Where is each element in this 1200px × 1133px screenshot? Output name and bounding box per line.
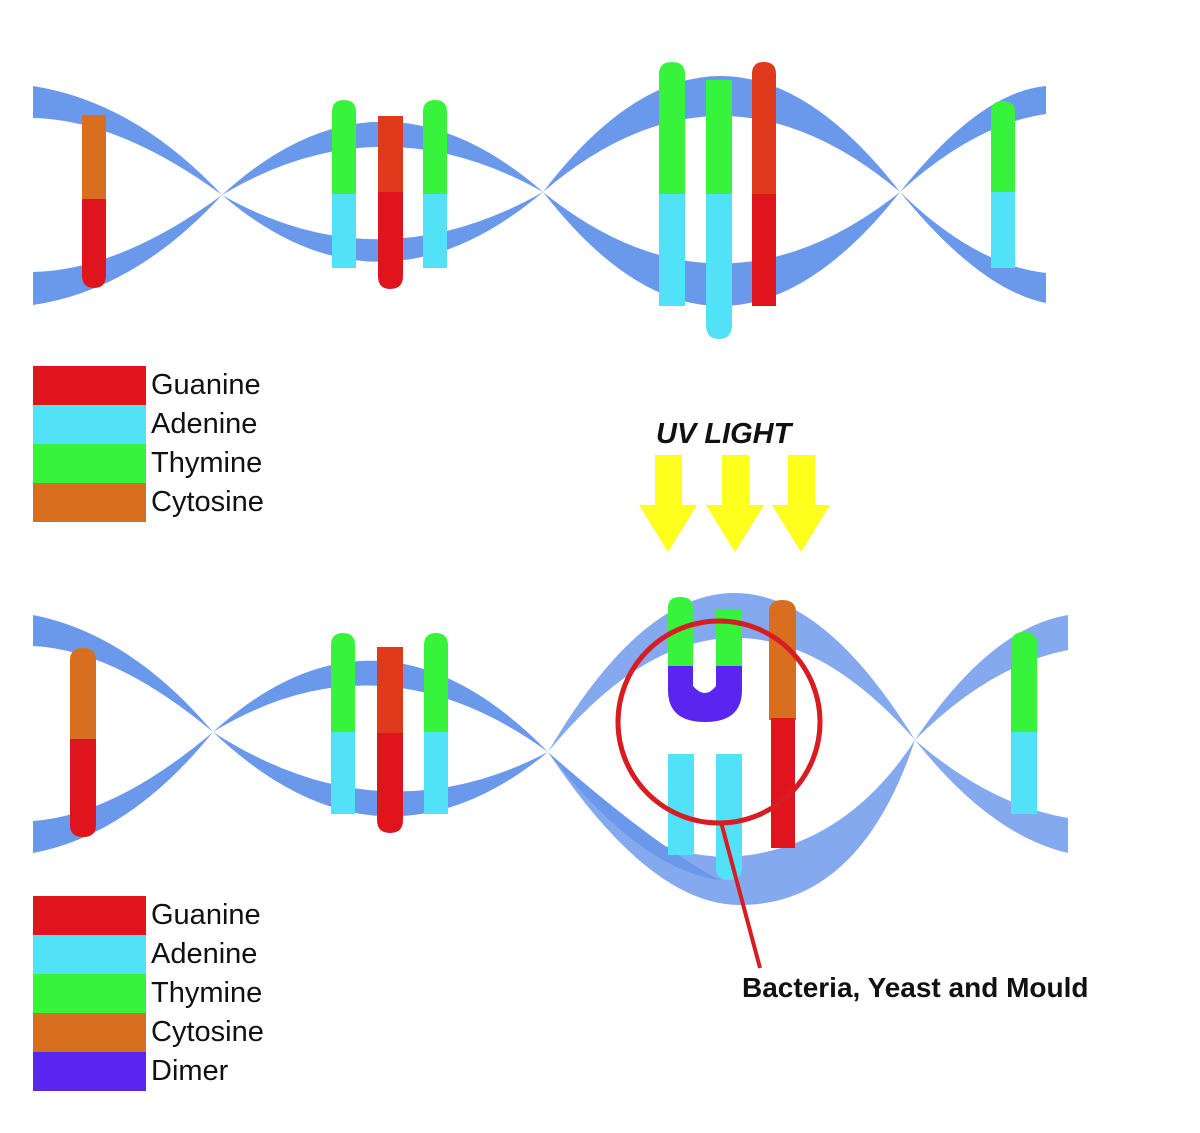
legend-bottom: Guanine Adenine Thymine Cytosine Dimer bbox=[33, 896, 264, 1091]
thymine-dimer bbox=[668, 597, 742, 722]
cytosine-swatch bbox=[33, 483, 146, 522]
uv-light-arrows bbox=[639, 455, 830, 552]
damage-highlight-circle bbox=[615, 618, 823, 826]
callout-label: Bacteria, Yeast and Mould bbox=[742, 972, 1089, 1003]
base-pair-thymine-adenine bbox=[332, 100, 356, 268]
legend-item-thymine: Thymine bbox=[33, 974, 264, 1013]
adenine-swatch bbox=[33, 405, 146, 444]
dimer-bond bbox=[668, 666, 742, 722]
base-pair-cytosine-guanine bbox=[769, 600, 796, 848]
legend-item-guanine: Guanine bbox=[33, 366, 264, 405]
guanine-swatch bbox=[33, 366, 146, 405]
thymine-swatch bbox=[33, 444, 146, 483]
base-pair-thymine-adenine bbox=[331, 633, 355, 814]
legend-label: Adenine bbox=[151, 938, 258, 970]
cytosine-swatch bbox=[33, 1013, 146, 1052]
helix-backbone bbox=[33, 76, 1046, 306]
broken-adenine-strands bbox=[668, 754, 742, 880]
legend-label: Thymine bbox=[151, 977, 263, 1009]
base-pair-thymine-adenine bbox=[423, 100, 447, 268]
legend-item-guanine: Guanine bbox=[33, 896, 264, 935]
legend-label: Cytosine bbox=[151, 1016, 264, 1048]
base-pair-thymine-adenine bbox=[706, 80, 732, 339]
dna-helix-damaged bbox=[33, 592, 1068, 969]
legend-item-adenine: Adenine bbox=[33, 935, 264, 974]
uv-arrow-icon bbox=[639, 455, 697, 552]
uv-arrow-icon bbox=[772, 455, 830, 552]
uv-arrow-icon bbox=[706, 455, 764, 552]
base-pair-thymine-adenine bbox=[659, 62, 685, 306]
thymine-swatch bbox=[33, 974, 146, 1013]
adenine-swatch bbox=[33, 935, 146, 974]
base-pair-thymine-adenine bbox=[1011, 632, 1037, 814]
base-pair-cytosine-guanine bbox=[378, 116, 403, 289]
base-pair-cytosine-guanine bbox=[752, 62, 776, 306]
legend-label: Thymine bbox=[151, 447, 263, 479]
base-pair-cytosine-guanine bbox=[82, 115, 106, 288]
callout-pointer-line bbox=[719, 821, 762, 969]
dna-helix-intact bbox=[33, 62, 1046, 339]
legend-item-thymine: Thymine bbox=[33, 444, 264, 483]
base-pair-thymine-adenine bbox=[991, 101, 1015, 268]
legend-top: Guanine Adenine Thymine Cytosine bbox=[33, 366, 264, 522]
legend-label: Guanine bbox=[151, 369, 261, 401]
uv-light-label: UV LIGHT bbox=[656, 418, 792, 450]
legend-item-adenine: Adenine bbox=[33, 405, 264, 444]
dimer-swatch bbox=[33, 1052, 146, 1091]
legend-label: Guanine bbox=[151, 899, 261, 931]
legend-item-cytosine: Cytosine bbox=[33, 483, 264, 522]
guanine-swatch bbox=[33, 896, 146, 935]
base-pair-cytosine-guanine bbox=[70, 648, 96, 837]
helix-backbone bbox=[33, 592, 1068, 905]
base-pair-cytosine-guanine bbox=[377, 647, 403, 833]
base-pair-thymine-adenine bbox=[424, 633, 448, 814]
legend-item-dimer: Dimer bbox=[33, 1052, 264, 1091]
legend-label: Dimer bbox=[151, 1055, 229, 1087]
legend-label: Adenine bbox=[151, 408, 258, 440]
legend-item-cytosine: Cytosine bbox=[33, 1013, 264, 1052]
legend-label: Cytosine bbox=[151, 486, 264, 518]
